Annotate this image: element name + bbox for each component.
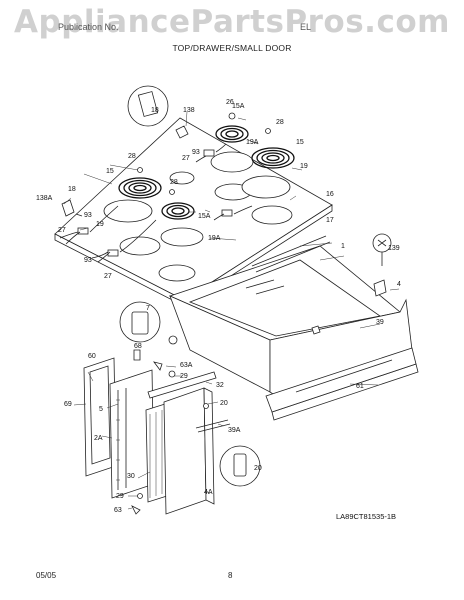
- callout-1: 1: [341, 243, 345, 250]
- callout-2a: 2A: [94, 435, 103, 442]
- door-outer-panel-4a: [163, 387, 215, 515]
- page-title: TOP/DRAWER/SMALL DOOR: [172, 43, 292, 53]
- part-callout-7: [119, 301, 178, 345]
- door-channel-32: [147, 371, 217, 399]
- clip-part-39: [311, 325, 321, 335]
- callout-60: 60: [88, 353, 96, 360]
- callout-139: 139: [388, 245, 400, 252]
- callout-63: 63: [114, 507, 122, 514]
- callout-32: 32: [216, 382, 224, 389]
- door-hardware: [131, 361, 209, 515]
- footer-page-number: 8: [228, 571, 233, 580]
- callout-18-left: 18: [68, 186, 76, 193]
- callout-39: 39: [376, 319, 384, 326]
- callout-28-left: 28: [128, 153, 136, 160]
- door-handle-39a: [195, 419, 231, 433]
- leader-lines: [63, 111, 400, 510]
- callout-39a: 39A: [228, 427, 241, 434]
- callout-15a-lower: 15A: [198, 213, 211, 220]
- callout-15-left: 15: [106, 168, 114, 175]
- callout-19-right: 19: [300, 163, 308, 170]
- callout-30: 30: [127, 473, 135, 480]
- footer-date: 05/05: [36, 571, 57, 580]
- callout-15-right: 15: [296, 139, 304, 146]
- callout-labels: 1 2A 4 4A 5 7 15 15 15A 15A 16 17 18 18 …: [36, 99, 401, 514]
- callout-27-lower: 27: [104, 273, 112, 280]
- callout-5: 5: [99, 406, 103, 413]
- callout-4a: 4A: [204, 489, 213, 496]
- part-callout-20: [219, 445, 261, 487]
- bolt-part-139: [372, 233, 392, 266]
- drawer-front-part-61: [265, 347, 419, 421]
- surface-element-coils: [118, 125, 295, 220]
- callout-17: 17: [326, 217, 334, 224]
- bracket-callout-18: [127, 85, 189, 139]
- callout-7: 7: [146, 305, 150, 312]
- model-label: EL: [300, 22, 312, 32]
- callout-69: 69: [64, 401, 72, 408]
- clip-part-4: [373, 279, 387, 297]
- screws-28: [137, 112, 271, 195]
- callout-63a: 63A: [180, 362, 193, 369]
- callout-19a-upper: 19A: [246, 139, 259, 146]
- callout-27-top: 27: [182, 155, 190, 162]
- callout-138: 138: [183, 107, 195, 114]
- callout-4: 4: [397, 281, 401, 288]
- publication-label: Publication No.: [58, 22, 119, 32]
- watermark: AppliancePartsPros.com: [14, 4, 450, 40]
- drawer-rail-17: [251, 235, 331, 273]
- callout-19-left: 19: [96, 221, 104, 228]
- diagram-code: LA89CT81535-1B: [336, 512, 396, 521]
- callout-20-door: 20: [220, 400, 228, 407]
- callout-93-top: 93: [192, 149, 200, 156]
- drawer-body-part-1: [168, 245, 413, 397]
- door-hinge-68: [133, 349, 141, 361]
- callout-27-left: 27: [58, 227, 66, 234]
- callout-18-top: 18: [151, 107, 159, 114]
- callout-19a-lower: 19A: [208, 235, 221, 242]
- callout-138a: 138A: [36, 195, 53, 202]
- callout-20-box: 20: [254, 465, 262, 472]
- callout-29-lower: 29: [116, 493, 124, 500]
- callout-29-upper: 29: [180, 373, 188, 380]
- callout-26: 26: [226, 99, 234, 106]
- element-receptacles: [59, 143, 253, 263]
- callout-93-left: 93: [84, 212, 92, 219]
- callout-15a-upper: 15A: [232, 103, 245, 110]
- callout-16: 16: [326, 191, 334, 198]
- callout-61: 61: [356, 383, 364, 390]
- callout-28-right: 28: [276, 119, 284, 126]
- callout-93-lower: 93: [84, 257, 92, 264]
- callout-28-mid: 28: [170, 179, 178, 186]
- callout-68: 68: [134, 343, 142, 350]
